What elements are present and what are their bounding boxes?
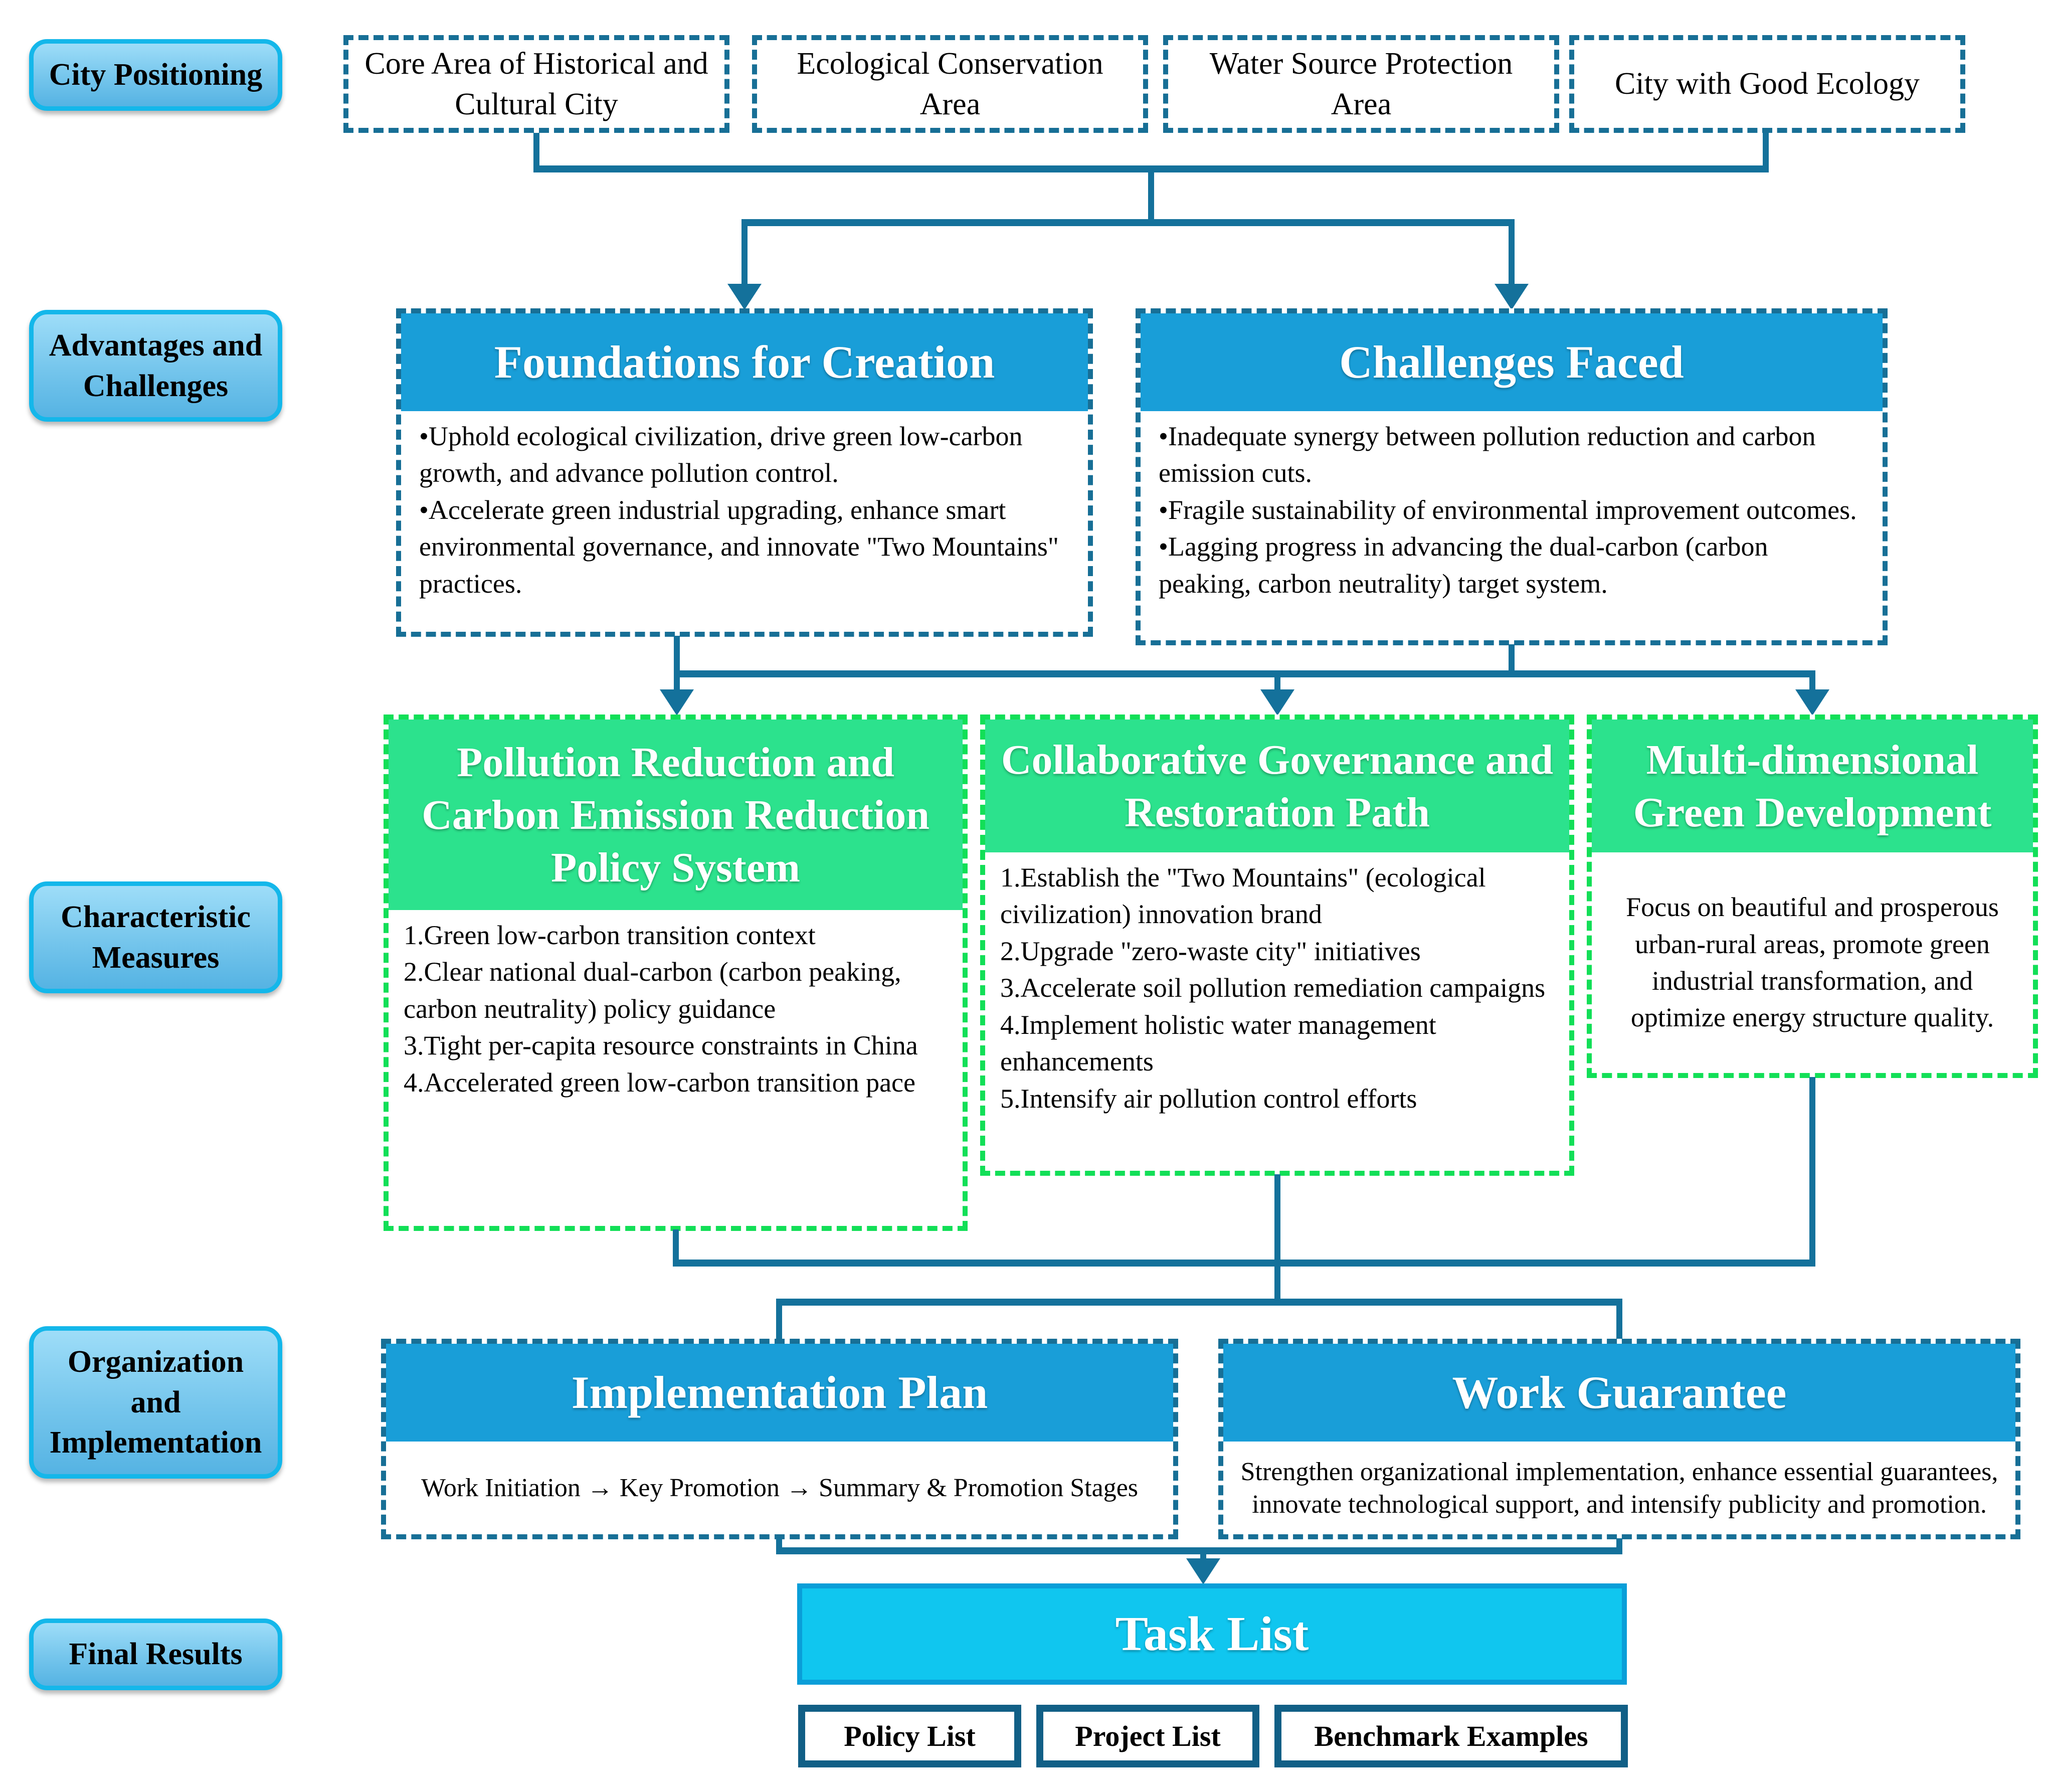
list-item: 2.Upgrade "zero-waste city" initiatives (1000, 936, 1421, 966)
connector-stub-core-area (533, 133, 539, 168)
connector-arrowline-foundations (741, 225, 748, 288)
list-item: 3.Accelerate soil pollution remediation … (1000, 973, 1546, 1003)
connector-bus-row3 (674, 670, 1815, 677)
side-label-organization-implementation: Organization and Implementation (29, 1326, 282, 1479)
list-item: 1.Green low-carbon transition context (404, 920, 816, 950)
panel-policy-system-body: 1.Green low-carbon transition context 2.… (389, 910, 963, 1226)
list-item: •Lagging progress in advancing the dual-… (1159, 531, 1768, 599)
list-item: 5.Intensify air pollution control effort… (1000, 1083, 1417, 1114)
positioning-box-good-ecology: City with Good Ecology (1569, 35, 1965, 133)
connector-vert-implementation (776, 1306, 782, 1340)
connector-stub-governance (1274, 1174, 1280, 1262)
connector-stub-green-development (1809, 1077, 1815, 1262)
panel-work-guarantee-body: Strengthen organizational implementation… (1240, 1457, 1998, 1519)
panel-foundations-body: •Uphold ecological civilization, drive g… (401, 411, 1088, 632)
list-item: •Fragile sustainability of environmental… (1159, 494, 1857, 525)
connector-drop-measures (1274, 1267, 1280, 1300)
connector-bus-measures (673, 1260, 1815, 1267)
panel-foundations-title: Foundations for Creation (401, 313, 1088, 411)
arrow-down-icon (1495, 284, 1529, 310)
panel-implementation-plan-body: Work Initiation → Key Promotion → Summar… (421, 1473, 1139, 1502)
positioning-box-core-area: Core Area of Historical and Cultural Cit… (343, 35, 729, 133)
list-item: 1.Establish the "Two Mountains" (ecologi… (1000, 862, 1486, 930)
connector-bus-final (776, 1547, 1622, 1554)
connector-stub-policy-system (673, 1229, 679, 1262)
list-item: •Uphold ecological civilization, drive g… (419, 421, 1023, 488)
output-box-policy-list: Policy List (798, 1705, 1021, 1767)
side-label-final-results: Final Results (29, 1619, 282, 1690)
panel-challenges-title: Challenges Faced (1141, 313, 1883, 411)
connector-bus-row2 (741, 219, 1515, 226)
side-label-city-positioning: City Positioning (29, 39, 282, 111)
panel-work-guarantee-title: Work Guarantee (1223, 1344, 2015, 1442)
connector-arrowline-green-development (1809, 677, 1815, 692)
positioning-box-ecological-conservation: Ecological Conservation Area (752, 35, 1148, 133)
connector-bus-row4 (776, 1299, 1622, 1306)
connector-vert-work-guarantee (1616, 1306, 1622, 1340)
arrow-down-icon (660, 689, 694, 715)
side-label-advantages-challenges: Advantages and Challenges (29, 310, 282, 422)
connector-stub-work-guarantee (1616, 1538, 1622, 1548)
panel-green-development-body: Focus on beautiful and prosperous urban-… (1626, 892, 1999, 1033)
panel-challenges-body: •Inadequate synergy between pollution re… (1141, 411, 1883, 640)
task-list-box: Task List (797, 1583, 1627, 1685)
list-item: 3.Tight per-capita resource constraints … (404, 1030, 918, 1061)
panel-governance-path-body: 1.Establish the "Two Mountains" (ecologi… (985, 852, 1569, 1171)
connector-stub-challenges (1509, 644, 1515, 672)
panel-challenges: Challenges Faced •Inadequate synergy bet… (1136, 308, 1888, 645)
panel-policy-system-title: Pollution Reduction and Carbon Emission … (389, 720, 963, 910)
arrow-down-icon (1260, 689, 1294, 715)
panel-green-development: Multi-dimensional Green Development Focu… (1587, 714, 2038, 1078)
connector-bus-top (533, 165, 1769, 172)
connector-arrowline-challenges (1509, 225, 1515, 288)
list-item: 4.Implement holistic water management en… (1000, 1009, 1436, 1077)
connector-stub-good-ecology (1763, 133, 1769, 168)
list-item: 4.Accelerated green low-carbon transitio… (404, 1067, 915, 1098)
connector-drop-top (1148, 172, 1154, 220)
panel-foundations: Foundations for Creation •Uphold ecologi… (396, 308, 1093, 637)
arrow-down-icon (1795, 689, 1829, 715)
panel-green-development-title: Multi-dimensional Green Development (1592, 720, 2033, 852)
connector-arrowline-policy-system (674, 677, 680, 692)
panel-governance-path-title: Collaborative Governance and Restoration… (985, 720, 1569, 852)
positioning-box-water-source: Water Source Protection Area (1163, 35, 1559, 133)
connector-stub-foundations (674, 636, 680, 672)
connector-arrowline-governance (1274, 677, 1280, 692)
side-label-characteristic-measures: Characteristic Measures (29, 881, 282, 994)
panel-implementation-plan-title: Implementation Plan (386, 1344, 1173, 1442)
output-box-benchmark-examples: Benchmark Examples (1274, 1705, 1628, 1767)
list-item: •Accelerate green industrial upgrading, … (419, 494, 1059, 599)
panel-governance-path: Collaborative Governance and Restoration… (980, 714, 1574, 1176)
list-item: •Inadequate synergy between pollution re… (1159, 421, 1816, 488)
arrow-down-icon (1186, 1558, 1220, 1584)
panel-policy-system: Pollution Reduction and Carbon Emission … (384, 714, 968, 1231)
panel-implementation-plan: Implementation Plan Work Initiation → Ke… (381, 1339, 1178, 1539)
list-item: 2.Clear national dual-carbon (carbon pea… (404, 957, 901, 1024)
connector-stub-implementation (776, 1538, 782, 1548)
panel-work-guarantee: Work Guarantee Strengthen organizational… (1218, 1339, 2020, 1539)
arrow-down-icon (727, 284, 762, 310)
output-box-project-list: Project List (1036, 1705, 1259, 1767)
